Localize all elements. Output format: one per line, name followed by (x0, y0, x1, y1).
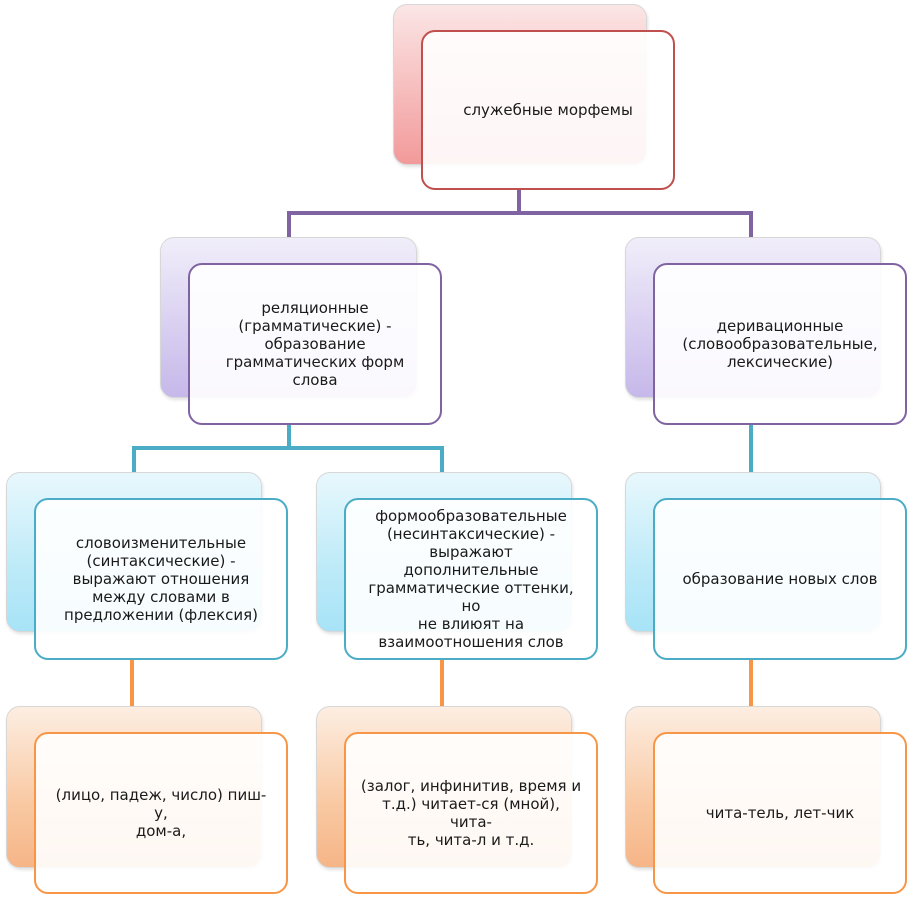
relational-node: реляционные (грамматические) - образован… (188, 263, 442, 425)
connector-root-down (517, 190, 521, 214)
example-inflectional-node-label: (лицо, падеж, число) пиш-у, дом-а, (55, 786, 267, 840)
root-node: служебные морфемы (421, 30, 675, 190)
connector-level1-horizontal (287, 211, 753, 215)
formative-node: формообразовательные (несинтаксические) … (344, 498, 598, 660)
connector-formative-to-example (440, 660, 444, 706)
inflectional-node-label: словоизменительные (синтаксические) - вы… (64, 534, 258, 624)
new-words-node: образование новых слов (653, 498, 907, 660)
connector-inflectional-to-example (130, 660, 134, 706)
connector-to-derivational (749, 211, 753, 237)
example-derivational-node: чита-тель, лет-чик (653, 732, 907, 894)
example-formative-node-label: (залог, инфинитив, время и т.д.) читает-… (360, 777, 582, 849)
derivational-node-label: деривационные (словообразовательные, лек… (682, 317, 878, 371)
new-words-node-label: образование новых слов (682, 570, 878, 588)
connector-level2-horizontal (132, 446, 444, 450)
connector-derivational-to-new-words (749, 425, 753, 472)
derivational-node: деривационные (словообразовательные, лек… (653, 263, 907, 425)
example-derivational-node-label: чита-тель, лет-чик (705, 804, 855, 822)
connector-new-words-to-example (749, 660, 753, 706)
connector-relational-down (287, 425, 291, 449)
example-inflectional-node: (лицо, падеж, число) пиш-у, дом-а, (34, 732, 288, 894)
relational-node-label: реляционные (грамматические) - образован… (225, 299, 405, 389)
connector-to-relational (287, 211, 291, 237)
connector-to-inflectional (132, 446, 136, 472)
inflectional-node: словоизменительные (синтаксические) - вы… (34, 498, 288, 660)
root-node-label: служебные морфемы (463, 101, 633, 119)
formative-node-label: формообразовательные (несинтаксические) … (368, 507, 574, 651)
connector-to-formative (440, 446, 444, 472)
example-formative-node: (залог, инфинитив, время и т.д.) читает-… (344, 732, 598, 894)
